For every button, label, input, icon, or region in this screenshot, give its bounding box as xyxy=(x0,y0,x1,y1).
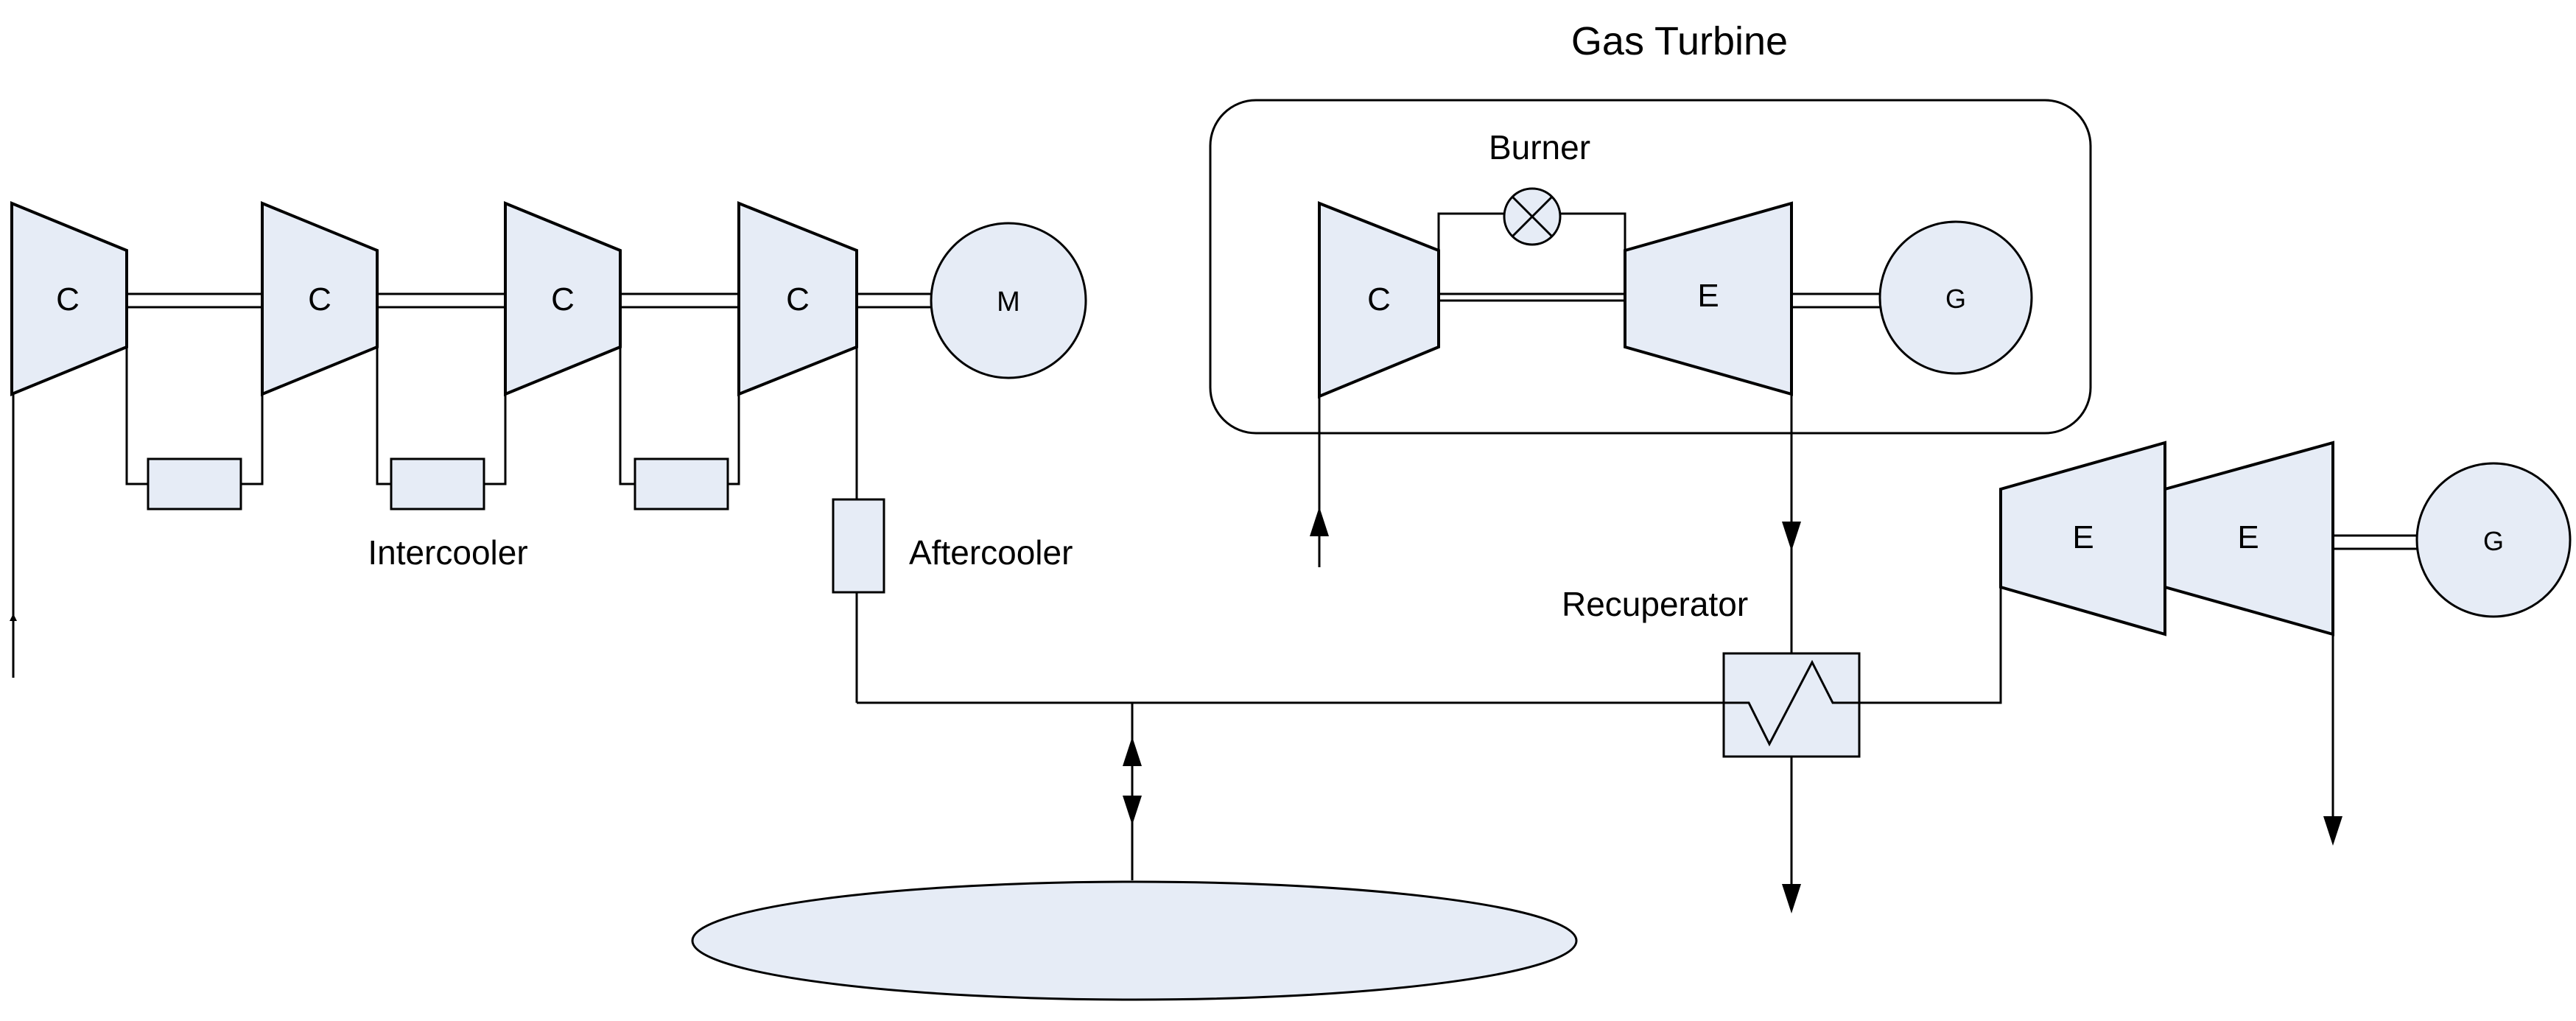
intercooler-3 xyxy=(634,457,729,510)
aftercooler-label: Aftercooler xyxy=(909,533,1073,572)
aftercooler xyxy=(832,498,885,594)
expander-exhaust-arrow xyxy=(2323,816,2342,846)
gt-generator xyxy=(1878,220,2033,375)
compressor-2-label: C xyxy=(308,281,331,317)
storage-cavern xyxy=(691,880,1578,1001)
expander-1-label: E xyxy=(2072,519,2094,555)
gt-compressor xyxy=(1318,201,1440,399)
expander-1 xyxy=(1999,441,2166,636)
expander-generator-label: G xyxy=(2483,526,2504,556)
storage-arrow-down xyxy=(1123,796,1142,825)
intercooler-2 xyxy=(390,457,485,510)
gas-turbine-enclosure xyxy=(1209,99,2092,435)
motor-label: M xyxy=(997,287,1020,317)
recuperator-coil xyxy=(1724,659,1859,747)
recuperator xyxy=(1722,652,1861,758)
gt-air-inlet-arrow xyxy=(1310,507,1329,536)
gt-expander-label: E xyxy=(1697,278,1719,314)
expander-generator xyxy=(2415,462,2572,618)
motor xyxy=(930,222,1087,379)
gt-compressor-label: C xyxy=(1367,281,1391,317)
gas-turbine-title: Gas Turbine xyxy=(1571,19,1788,63)
gt-generator-label: G xyxy=(1945,284,1966,314)
recuperator-exhaust-arrow xyxy=(1782,884,1801,913)
burner-label: Burner xyxy=(1489,128,1590,166)
storage-arrow-up xyxy=(1123,737,1142,766)
compressor-1-label: C xyxy=(56,281,80,317)
compressor-3-label: C xyxy=(551,281,575,317)
compressor-4-label: C xyxy=(786,281,810,317)
intercooler-label: Intercooler xyxy=(368,533,527,572)
intercooler-1 xyxy=(147,457,242,510)
gt-exhaust-arrow xyxy=(1782,522,1801,551)
recuperator-to-expander-line xyxy=(1859,489,2002,704)
recuperator-label: Recuperator xyxy=(1562,585,1748,623)
expander-2-label: E xyxy=(2237,519,2259,555)
